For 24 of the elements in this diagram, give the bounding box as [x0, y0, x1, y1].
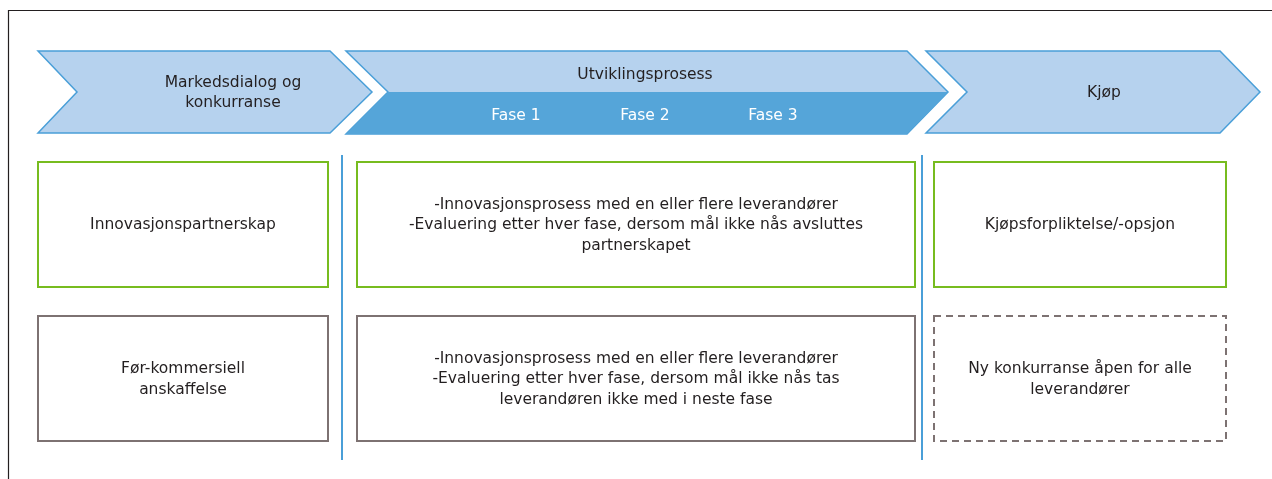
box-text: -Innovasjonsprosess med en eller flere leverandører: [434, 194, 838, 215]
stage-label: Markedsdialog og konkurranse: [163, 71, 303, 113]
stage-banner: [38, 51, 373, 134]
phase-label: Fase 1: [490, 104, 542, 126]
text-box: [933, 161, 1227, 288]
text-box: [37, 161, 329, 288]
stage-banner: [926, 51, 1261, 134]
text-box: [37, 315, 329, 442]
box-text: -Evaluering etter hver fase, dersom mål ikke nås avsluttes partnerskapet: [407, 214, 865, 255]
stage-label: Kjøp: [1086, 81, 1122, 103]
phase-label: Fase 2: [619, 104, 671, 126]
box-text: Ny konkurranse åpen for alle leverandører: [967, 358, 1193, 399]
text-box: [356, 161, 916, 288]
stage-banner: [346, 51, 948, 134]
stage-label: Utviklingsprosess: [576, 63, 714, 85]
text-box: [356, 315, 916, 442]
text-box: [933, 315, 1227, 442]
box-text: Før-kommersiell anskaffelse: [120, 358, 246, 399]
box-text: Innovasjonspartnerskap: [90, 214, 276, 235]
phase-band: [346, 92, 948, 134]
box-text: -Innovasjonsprosess med en eller flere leverandører: [434, 348, 838, 369]
box-text: Kjøpsforpliktelse/-opsjon: [984, 214, 1176, 235]
phase-label: Fase 3: [747, 104, 799, 126]
box-text: -Evaluering etter hver fase, dersom mål ikke nås tas leverandøren ikke med i neste fase: [431, 368, 841, 409]
